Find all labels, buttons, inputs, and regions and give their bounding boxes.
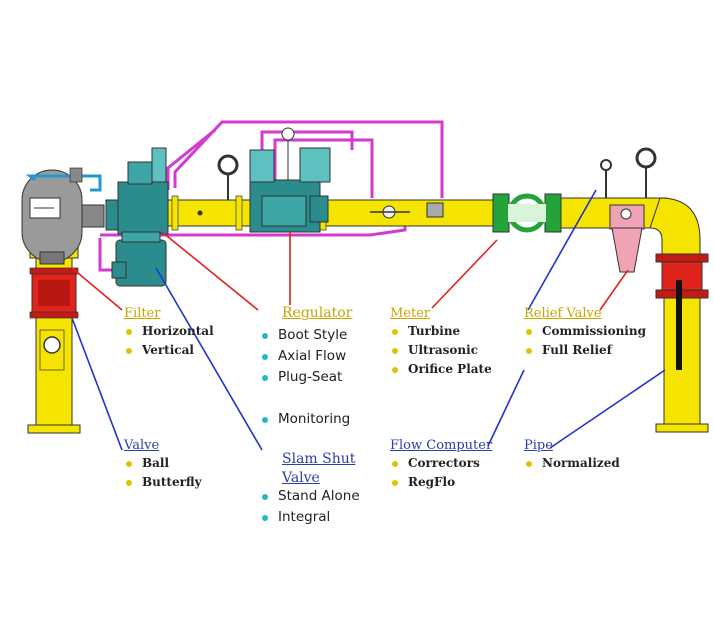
relief-valve-title: Relief Valve <box>524 306 602 321</box>
left-pipe-assembly <box>27 247 81 434</box>
list-item: Full Relief <box>522 341 646 360</box>
list-item: Butterfly <box>122 473 202 492</box>
relief-valve-items: Commissioning Full Relief <box>522 322 646 360</box>
pipe-items: Normalized <box>522 454 620 473</box>
regulator-items: Boot Style Axial Flow Plug-Seat Monitori… <box>258 325 350 430</box>
list-item: Horizontal <box>122 322 214 341</box>
regulator-assembly <box>105 127 331 287</box>
list-item: Orifice Plate <box>388 360 492 379</box>
list-item: Boot Style <box>258 325 350 346</box>
list-item: Monitoring <box>258 409 350 430</box>
valve-items: Ball Butterfly <box>122 454 202 492</box>
list-item: Axial Flow <box>258 346 350 367</box>
gauge-stems <box>227 167 647 200</box>
list-item: Plug-Seat <box>258 367 350 388</box>
list-item: Correctors <box>388 454 480 473</box>
meter-assembly <box>492 193 562 233</box>
valve-title: Valve <box>124 438 160 453</box>
leader-lines <box>71 189 666 451</box>
slam-shut-valve-title-line2: Valve <box>282 470 320 486</box>
meter-items: Turbine Ultrasonic Orifice Plate <box>388 322 492 379</box>
flow-computer-title: Flow Computer <box>390 438 493 453</box>
list-item: Stand Alone <box>258 486 360 507</box>
list-item: Ultrasonic <box>388 341 492 360</box>
list-item: Turbine <box>388 322 492 341</box>
main-pipe <box>149 195 701 263</box>
list-item: Ball <box>122 454 202 473</box>
meter-title: Meter <box>390 306 431 321</box>
pipe-title: Pipe <box>524 438 553 453</box>
regulator-title: Regulator <box>282 305 353 321</box>
list-item: Normalized <box>522 454 620 473</box>
list-item: Commissioning <box>522 322 646 341</box>
slam-shut-valve-items: Stand Alone Integral <box>258 486 360 528</box>
list-item: Integral <box>258 507 360 528</box>
filter-assembly <box>21 167 105 265</box>
slam-shut-valve-title-line1: Slam Shut <box>282 451 356 467</box>
list-item: RegFlo <box>388 473 480 492</box>
slam-shut-valve-title: Slam Shut Valve <box>282 450 355 488</box>
gauges <box>217 147 657 176</box>
flow-computer-items: Correctors RegFlo <box>388 454 480 492</box>
list-item: Vertical <box>122 341 214 360</box>
filter-items: Horizontal Vertical <box>122 322 214 360</box>
filter-title: Filter <box>124 306 161 321</box>
right-pipe-assembly <box>655 253 709 433</box>
relief-valve-assembly <box>609 204 645 273</box>
